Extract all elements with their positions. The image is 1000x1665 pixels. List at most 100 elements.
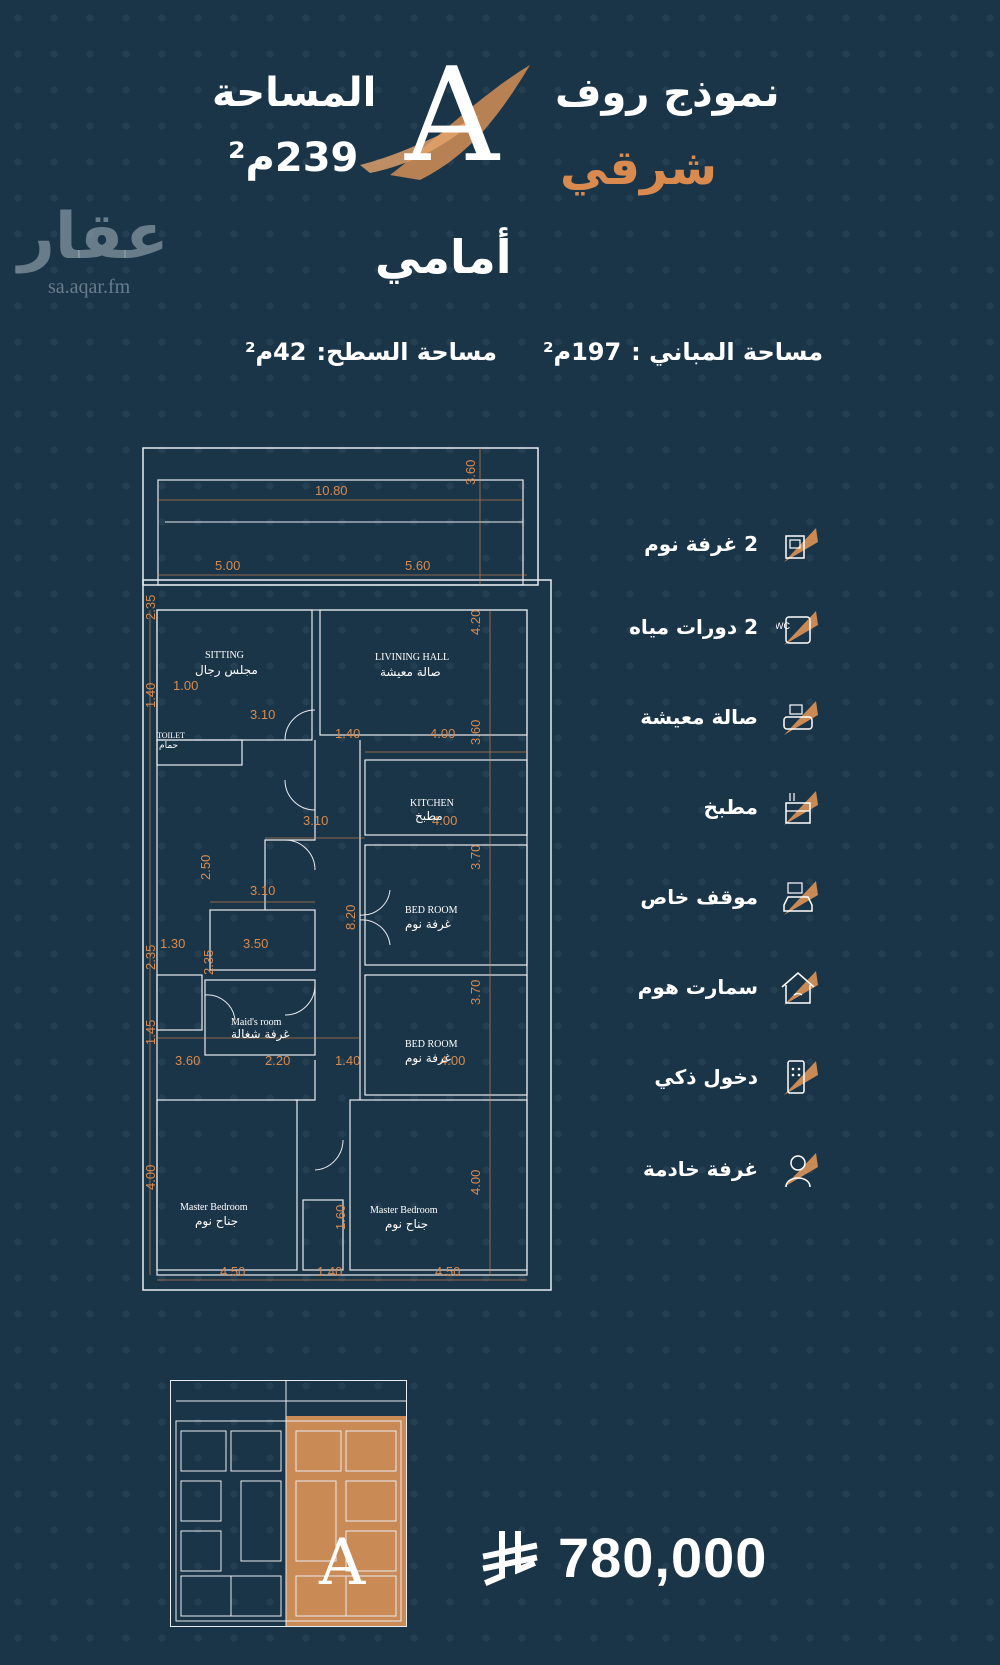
feature-label: موقف خاص: [640, 885, 758, 909]
car-parking-icon: [776, 875, 820, 919]
feature-label: دخول ذكي: [654, 1065, 758, 1089]
dim-label: 1.30: [160, 936, 185, 951]
dim-label: 3.70: [468, 980, 483, 1005]
room-label-toilet: TOILET: [157, 731, 185, 740]
dim-label: 3.50: [243, 936, 268, 951]
smart-home-icon: [776, 965, 820, 1009]
dim-label: 10.80: [315, 483, 348, 498]
watermark-url: sa.aqar.fm: [48, 276, 131, 298]
area-value: 239م²: [228, 135, 359, 181]
toilet-left: [156, 974, 203, 1031]
building-area-label: مساحة المباني :: [631, 338, 824, 366]
dim-label: 8.20: [343, 905, 358, 930]
dim-label: 1.60: [333, 1205, 348, 1230]
dim-label: 1.40: [335, 726, 360, 741]
roof-area-value: 42م²: [245, 338, 307, 366]
room-label-master-2: Master Bedroom: [370, 1205, 438, 1216]
areas-line: مساحة المباني : 197م² مساحة السطح: 42م²: [245, 338, 823, 366]
site-plan-thumbnail: A: [170, 1380, 407, 1627]
toilet-bottom: [302, 1199, 344, 1271]
dim-label: 1.40: [317, 1264, 342, 1279]
room-label-sitting: SITTING: [205, 650, 244, 661]
price-value: 780,000: [558, 1526, 768, 1589]
dim-label: 1.45: [143, 1020, 158, 1045]
area-label: المساحة: [212, 70, 377, 116]
unit-a-letter: A: [319, 1526, 366, 1600]
feature-label: مطبخ: [703, 795, 758, 819]
room-label-bedroom-2-ar: غرفة نوم: [405, 1051, 451, 1066]
dim-label: 1.40: [335, 1053, 360, 1068]
dim-label: 2.35: [143, 945, 158, 970]
dim-label: 4.50: [435, 1264, 460, 1279]
master-bedroom-2: [349, 1099, 528, 1271]
dim-label: 3.60: [175, 1053, 200, 1068]
position-title: أمامي: [375, 230, 512, 284]
dim-label: 4.00: [468, 1170, 483, 1195]
dim-label: 4.50: [220, 1264, 245, 1279]
room-label-master-2-ar: جناح نوم: [385, 1217, 428, 1232]
bedroom-2: [364, 974, 528, 1096]
dim-label: 3.60: [463, 460, 478, 485]
dim-label: 2.50: [198, 855, 213, 880]
dim-label: 1.40: [143, 683, 158, 708]
room-label-bedroom-1: BED ROOM: [405, 905, 458, 916]
master-bedroom-1: [156, 1099, 298, 1271]
feature-item: صالة معيشة: [640, 695, 820, 739]
toilet-middle: [209, 909, 316, 971]
direction-title: شرقي: [560, 140, 718, 196]
kitchen: [364, 759, 528, 836]
living-hall: [319, 609, 528, 736]
room-label-maid: Maid's room: [231, 1017, 282, 1028]
svg-text:WC: WC: [776, 621, 790, 631]
room-label-living: LIVINING HALL: [375, 652, 449, 663]
watermark-brand: عقار: [18, 200, 169, 274]
room-label-sitting-ar: مجلس رجال: [195, 663, 258, 678]
wc-icon: WC: [775, 605, 820, 649]
bedroom-icon: [776, 522, 820, 566]
dim-label: 4.00: [143, 1165, 158, 1190]
room-label-kitchen: KITCHEN: [410, 798, 454, 809]
maid-icon: [776, 1147, 820, 1191]
dim-label: 4.00: [440, 1053, 465, 1068]
price-block: 780,000: [480, 1525, 767, 1590]
accent-swoosh: [360, 65, 530, 180]
model-letter: A: [405, 39, 499, 191]
feature-item: 2 غرفة نوم: [644, 522, 820, 566]
room-label-master-1: Master Bedroom: [180, 1202, 248, 1213]
dim-label: 2.35: [143, 595, 158, 620]
floor-plan: 10.80 3.60 5.00 5.60 2.35 4.20 1.40 1.00…: [142, 447, 552, 1291]
riyal-icon: [480, 1528, 540, 1588]
dim-label: 5.00: [215, 558, 240, 573]
feature-item: مطبخ: [704, 785, 820, 829]
feature-label: صالة معيشة: [640, 705, 758, 729]
feature-label: غرفة خادمة: [643, 1157, 758, 1181]
dim-label: 5.60: [405, 558, 430, 573]
room-label-toilet-ar: حمام: [159, 741, 178, 751]
dim-label: 2.20: [265, 1053, 290, 1068]
dim-label: 3.10: [250, 883, 275, 898]
feature-label: 2 غرفة نوم: [644, 532, 758, 556]
room-label-bedroom-2: BED ROOM: [405, 1039, 458, 1050]
dim-label: 3.10: [250, 707, 275, 722]
dim-label: 4.00: [432, 813, 457, 828]
feature-label: سمارت هوم: [637, 975, 758, 999]
sofa-icon: [776, 695, 820, 739]
bedroom-1: [364, 844, 528, 966]
feature-item: سمارت هوم: [638, 965, 820, 1009]
dim-label: 3.70: [468, 845, 483, 870]
room-label-kitchen-ar: مطبخ: [415, 809, 443, 823]
room-label-master-1-ar: جناح نوم: [195, 1214, 238, 1229]
smart-entry-icon: [776, 1055, 820, 1099]
room-label-bedroom-1-ar: غرفة نوم: [405, 917, 451, 932]
dim-label: 2.35: [201, 950, 216, 975]
maids-room: [204, 979, 316, 1056]
dim-label: 4.00: [430, 726, 455, 741]
dim-label: 1.00: [173, 678, 198, 693]
feature-item: غرفة خادمة: [643, 1147, 820, 1191]
building-area-value: 197م²: [542, 338, 622, 366]
feature-item: دخول ذكي: [654, 1055, 820, 1099]
feature-item: WC 2 دورات مياه: [629, 605, 820, 649]
roof-area-label: مساحة السطح:: [316, 338, 497, 366]
roof-area-outline: [142, 447, 539, 586]
